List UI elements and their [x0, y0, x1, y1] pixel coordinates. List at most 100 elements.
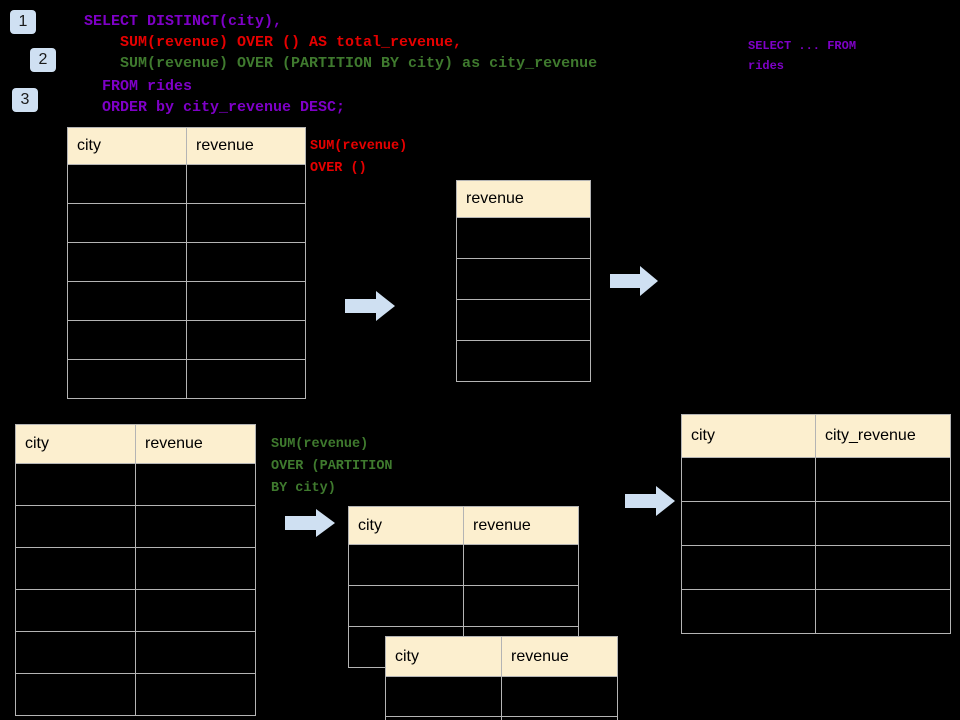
table-header-row: city revenue [385, 636, 618, 677]
cell-city-revenue [815, 501, 951, 546]
table-row [456, 299, 591, 341]
cell-revenue [186, 164, 306, 204]
cell-city [67, 281, 187, 321]
cell-city [67, 203, 187, 243]
step-badge-2: 2 [30, 48, 56, 72]
table-row [67, 320, 306, 360]
table-row [15, 631, 256, 674]
cell-revenue [501, 676, 618, 717]
cell-city [67, 242, 187, 282]
cell-revenue [135, 589, 256, 632]
table-row [67, 203, 306, 243]
cell-city [15, 505, 136, 548]
arrow-total-to-final-icon [610, 266, 658, 296]
table-row [681, 457, 951, 502]
cell-city [348, 544, 464, 586]
table-row [456, 217, 591, 259]
column-header-city-revenue: city_revenue [815, 414, 951, 458]
cell-city [681, 501, 816, 546]
column-header-city: city [67, 127, 187, 165]
cell-city [681, 589, 816, 634]
rides-source-table-2: city revenue [15, 424, 256, 716]
cell-city-revenue [815, 457, 951, 502]
column-header-city: city [15, 424, 136, 464]
cell-revenue [456, 340, 591, 382]
table-header-row: city revenue [15, 424, 256, 464]
total-revenue-table: revenue [456, 180, 591, 382]
table-row [348, 544, 579, 586]
table-header-row: city city_revenue [681, 414, 951, 458]
table-row [385, 676, 618, 717]
final-result-table: city city_revenue [681, 414, 951, 634]
column-header-revenue: revenue [463, 506, 579, 545]
table-row [15, 673, 256, 716]
table-row [681, 501, 951, 546]
step-badge-3: 3 [12, 88, 38, 112]
table-row [456, 340, 591, 382]
cell-city [681, 457, 816, 502]
sql-line-sum-over-partition: SUM(revenue) OVER (PARTITION BY city) as… [84, 55, 598, 72]
table-row [67, 164, 306, 204]
table-row [15, 547, 256, 590]
cell-city [385, 676, 502, 717]
sql-line-select-distinct: SELECT DISTINCT(city), [84, 13, 283, 30]
cell-revenue [135, 673, 256, 716]
arrow-source-to-total-icon [345, 291, 395, 321]
step-badge-1: 1 [10, 10, 36, 34]
column-header-city: city [348, 506, 464, 545]
column-header-city: city [385, 636, 502, 677]
table-row [15, 505, 256, 548]
cell-revenue [456, 258, 591, 300]
cell-revenue [186, 203, 306, 243]
cell-city [15, 631, 136, 674]
arrow-source2-to-partition-icon [285, 509, 335, 537]
cell-city [67, 320, 187, 360]
table-row [348, 585, 579, 627]
cell-city [67, 164, 187, 204]
table-row [67, 281, 306, 321]
cell-revenue [456, 217, 591, 259]
arrow-partition-to-final-icon [625, 486, 675, 516]
annotation-sum-over-empty: SUM(revenue) OVER () [310, 139, 408, 176]
table-header-row: city revenue [67, 127, 306, 165]
cell-revenue [186, 281, 306, 321]
side-note-select-from-rides: SELECT ... FROM rides [748, 39, 857, 73]
table-row [67, 359, 306, 399]
cell-revenue [186, 359, 306, 399]
table-row [67, 242, 306, 282]
cell-revenue [501, 716, 618, 720]
column-header-revenue: revenue [135, 424, 256, 464]
column-header-revenue: revenue [186, 127, 306, 165]
cell-city [385, 716, 502, 720]
cell-revenue [463, 585, 579, 627]
table-header-row: city revenue [348, 506, 579, 545]
table-row [15, 463, 256, 506]
column-header-revenue: revenue [501, 636, 618, 677]
cell-revenue [186, 242, 306, 282]
sql-line-order-by: ORDER by city_revenue DESC; [84, 99, 346, 116]
table-row [681, 545, 951, 590]
table-row [15, 589, 256, 632]
cell-city [15, 463, 136, 506]
cell-revenue [463, 544, 579, 586]
cell-revenue [135, 505, 256, 548]
cell-revenue [135, 547, 256, 590]
table-header-row: revenue [456, 180, 591, 218]
rides-source-table: city revenue [67, 127, 306, 399]
sql-line-from-rides: FROM rides [84, 78, 193, 95]
cell-city [15, 589, 136, 632]
table-row [681, 589, 951, 634]
table-row [385, 716, 618, 720]
annotation-sum-over-partition: SUM(revenue) OVER (PARTITION BY city) [271, 437, 393, 496]
cell-city-revenue [815, 589, 951, 634]
cell-revenue [135, 631, 256, 674]
cell-city [15, 547, 136, 590]
cell-city [348, 585, 464, 627]
column-header-city: city [681, 414, 816, 458]
cell-revenue [135, 463, 256, 506]
cell-revenue [456, 299, 591, 341]
cell-city [681, 545, 816, 590]
partition-group-front-table: city revenue [385, 636, 618, 720]
cell-revenue [186, 320, 306, 360]
